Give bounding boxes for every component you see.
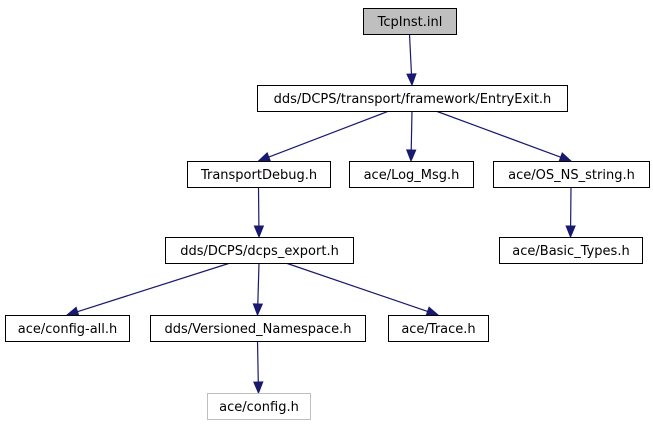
arrowhead-tcpinst-to-entryexit bbox=[406, 73, 417, 87]
node-box-versioned[interactable] bbox=[150, 315, 366, 342]
node-box-entryexit[interactable] bbox=[257, 85, 568, 112]
edge-versioned-to-config bbox=[256, 340, 259, 383]
node-label-tcpinst: TcpInst.inl bbox=[377, 15, 443, 30]
node-basictypes[interactable]: ace/Basic_Types.h bbox=[499, 237, 643, 264]
node-config[interactable]: ace/config.h bbox=[207, 393, 311, 420]
node-box-dcpsexport[interactable] bbox=[165, 237, 354, 264]
node-label-logmsg: ace/Log_Msg.h bbox=[364, 168, 460, 183]
arrowhead-dcpsexport-to-trace bbox=[425, 306, 440, 317]
arrowhead-dcpsexport-to-configall bbox=[65, 306, 80, 317]
node-label-configall: ace/config-all.h bbox=[18, 322, 118, 337]
node-box-trace[interactable] bbox=[388, 315, 489, 342]
node-trace[interactable]: ace/Trace.h bbox=[388, 315, 489, 342]
edge-entryexit-to-osnsstring bbox=[435, 110, 561, 158]
arrowhead-entryexit-to-transportdebug bbox=[257, 151, 272, 162]
node-tcpinst[interactable]: TcpInst.inl bbox=[363, 8, 457, 35]
node-box-basictypes[interactable] bbox=[499, 237, 643, 264]
node-box-config[interactable] bbox=[207, 393, 311, 420]
node-transportdebug[interactable]: TransportDebug.h bbox=[187, 161, 331, 188]
edge-dcpsexport-to-configall bbox=[77, 262, 231, 313]
edge-entryexit-to-transportdebug bbox=[268, 110, 390, 158]
node-versioned[interactable]: dds/Versioned_Namespace.h bbox=[150, 315, 366, 342]
node-box-configall[interactable] bbox=[5, 315, 130, 342]
edge-entryexit-to-logmsg bbox=[410, 110, 413, 151]
node-label-entryexit: dds/DCPS/transport/framework/EntryExit.h bbox=[274, 92, 552, 107]
edge-tcpinst-to-entryexit bbox=[408, 33, 413, 75]
node-box-tcpinst[interactable] bbox=[363, 8, 457, 35]
node-entryexit[interactable]: dds/DCPS/transport/framework/EntryExit.h bbox=[257, 85, 568, 112]
node-configall[interactable]: ace/config-all.h bbox=[5, 315, 130, 342]
node-logmsg[interactable]: ace/Log_Msg.h bbox=[349, 161, 474, 188]
node-box-logmsg[interactable] bbox=[349, 161, 474, 188]
arrowhead-entryexit-to-osnsstring bbox=[558, 152, 573, 162]
arrowhead-versioned-to-config bbox=[253, 381, 264, 395]
node-label-config: ace/config.h bbox=[219, 400, 299, 415]
node-dcpsexport[interactable]: dds/DCPS/dcps_export.h bbox=[165, 237, 354, 264]
arrowhead-dcpsexport-to-versioned bbox=[252, 303, 264, 317]
arrowhead-entryexit-to-logmsg bbox=[405, 149, 417, 163]
node-label-dcpsexport: dds/DCPS/dcps_export.h bbox=[180, 244, 339, 259]
node-label-osnsstring: ace/OS_NS_string.h bbox=[508, 168, 635, 183]
node-label-versioned: dds/Versioned_Namespace.h bbox=[164, 322, 351, 337]
node-label-trace: ace/Trace.h bbox=[401, 322, 475, 337]
node-box-transportdebug[interactable] bbox=[187, 161, 331, 188]
edge-dcpsexport-to-versioned bbox=[257, 262, 260, 305]
node-osnsstring[interactable]: ace/OS_NS_string.h bbox=[493, 161, 650, 188]
node-label-basictypes: ace/Basic_Types.h bbox=[512, 244, 629, 259]
node-box-osnsstring[interactable] bbox=[493, 161, 650, 188]
arrowhead-osnsstring-to-basictypes bbox=[565, 225, 576, 239]
node-label-transportdebug: TransportDebug.h bbox=[200, 168, 317, 183]
edge-dcpsexport-to-trace bbox=[285, 262, 428, 313]
arrowhead-transportdebug-to-dcpsexport bbox=[253, 225, 265, 239]
